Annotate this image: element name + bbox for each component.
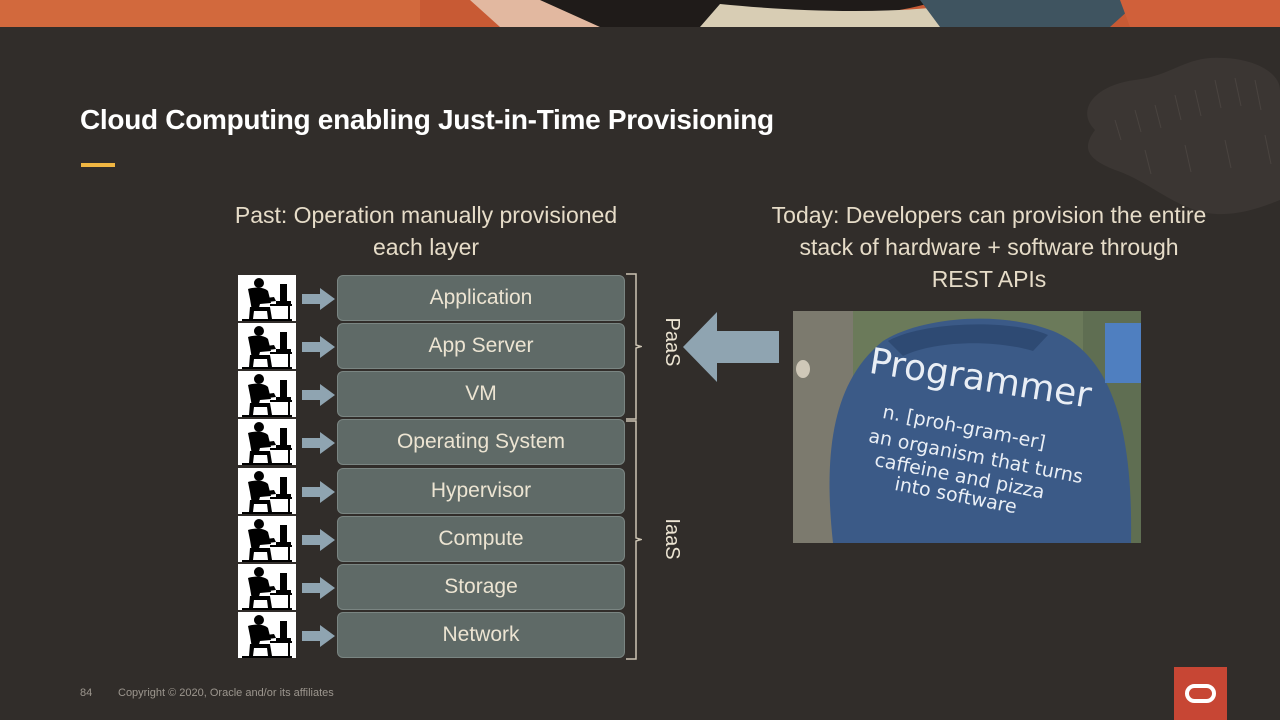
paas-brace bbox=[626, 273, 642, 420]
person-at-computer-icon bbox=[238, 564, 296, 610]
past-caption-line: Past: Operation manually provisioned bbox=[234, 202, 618, 228]
arrow-right-icon bbox=[302, 577, 335, 599]
arrow-right-icon bbox=[302, 625, 335, 647]
today-caption-line: Today: Developers can provision the enti… bbox=[771, 202, 1207, 228]
iaas-brace bbox=[626, 420, 642, 660]
slide-title: Cloud Computing enabling Just-in-Time Pr… bbox=[80, 104, 774, 135]
arrow-right-icon bbox=[302, 529, 335, 551]
today-caption-line: REST APIs bbox=[931, 266, 1047, 292]
title-accent-bar bbox=[81, 163, 115, 167]
layer-hypervisor: Hypervisor bbox=[337, 468, 625, 514]
layer-operating-system: Operating System bbox=[337, 419, 625, 465]
person-at-computer-icon bbox=[238, 516, 296, 562]
layer-vm: VM bbox=[337, 371, 625, 417]
oracle-logo-ring bbox=[1185, 684, 1216, 703]
page-number: 84 bbox=[80, 687, 93, 699]
arrow-left-icon bbox=[683, 312, 779, 382]
today-caption: Today: Developers can provision the enti… bbox=[742, 199, 1236, 295]
layer-storage: Storage bbox=[337, 564, 625, 610]
layer-compute: Compute bbox=[337, 516, 625, 562]
decorative-banner bbox=[0, 0, 1280, 27]
person-at-computer-icon bbox=[238, 612, 296, 658]
arrow-right-icon bbox=[302, 384, 335, 406]
layer-network: Network bbox=[337, 612, 625, 658]
person-at-computer-icon bbox=[238, 275, 296, 321]
layer-app-server: App Server bbox=[337, 323, 625, 369]
photo-background bbox=[793, 311, 1141, 543]
layer-application: Application bbox=[337, 275, 625, 321]
past-caption-line: each layer bbox=[372, 234, 480, 260]
arrow-right-icon bbox=[302, 481, 335, 503]
arrow-right-icon bbox=[302, 336, 335, 358]
copyright-text: Copyright © 2020, Oracle and/or its affi… bbox=[118, 687, 334, 699]
decorative-texture bbox=[1087, 57, 1280, 215]
iaas-label: IaaS bbox=[661, 518, 683, 560]
person-at-computer-icon bbox=[238, 323, 296, 369]
person-at-computer-icon bbox=[238, 371, 296, 417]
person-at-computer-icon bbox=[238, 419, 296, 465]
programmer-shirt-photo: Programmer n. [proh-gram-er] an organism… bbox=[793, 311, 1141, 543]
past-caption: Past: Operation manually provisioned eac… bbox=[210, 199, 642, 263]
oracle-logo-icon bbox=[1174, 667, 1227, 720]
today-caption-line: stack of hardware + software through bbox=[799, 234, 1179, 260]
person-at-computer-icon bbox=[238, 468, 296, 514]
arrow-right-icon bbox=[302, 288, 335, 310]
arrow-right-icon bbox=[302, 432, 335, 454]
